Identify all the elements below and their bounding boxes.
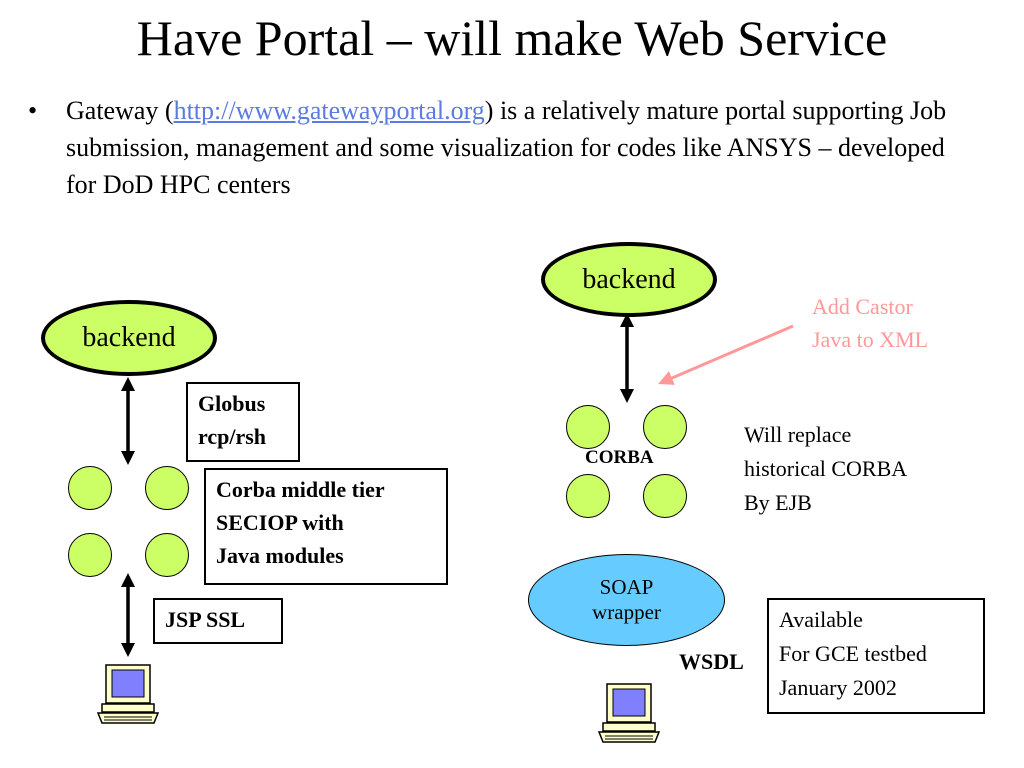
right-middle-node	[566, 474, 610, 518]
right-middle-node	[643, 474, 687, 518]
left-backend-node: backend	[41, 300, 217, 376]
left-middle-node	[68, 466, 112, 510]
bullet-suffix: ) is a relatively mature portal supporti…	[66, 96, 947, 199]
left-middle-node	[145, 466, 189, 510]
slide-title: Have Portal – will make Web Service	[136, 10, 888, 66]
left-middle-node	[68, 533, 112, 577]
replace-note: Will replace historical CORBA By EJB	[744, 422, 908, 515]
wsdl-label: WSDL	[679, 649, 744, 674]
bullet-marker: •	[28, 96, 38, 125]
bullet-text: Gateway (http://www.gatewayportal.org) i…	[66, 92, 956, 203]
castor-pointer-arrow	[658, 324, 794, 385]
bullet-prefix: Gateway (	[66, 96, 174, 125]
left-middle-node	[145, 533, 189, 577]
soap-wrapper-node: SOAP wrapper	[528, 554, 725, 646]
right-backend-node: backend	[541, 242, 717, 317]
left-backend-label: backend	[82, 322, 176, 353]
right-middle-node	[643, 405, 687, 449]
right-middle-node	[566, 405, 610, 449]
gateway-link[interactable]: http://www.gatewayportal.org	[173, 96, 485, 125]
computer-icon	[96, 663, 160, 727]
right-backend-label: backend	[582, 263, 676, 295]
soap-wrapper-label: SOAP wrapper	[592, 575, 661, 624]
globus-box: Globus rcp/rsh	[186, 382, 300, 462]
corba-label: CORBA	[585, 447, 654, 468]
corba-middle-tier-box: Corba middle tier SECIOP with Java modul…	[204, 468, 448, 585]
jsp-ssl-box: JSP SSL	[153, 598, 283, 644]
computer-icon	[597, 682, 661, 746]
castor-note: Add Castor Java to XML	[812, 294, 929, 352]
available-note-box: Available For GCE testbed January 2002	[767, 598, 985, 714]
